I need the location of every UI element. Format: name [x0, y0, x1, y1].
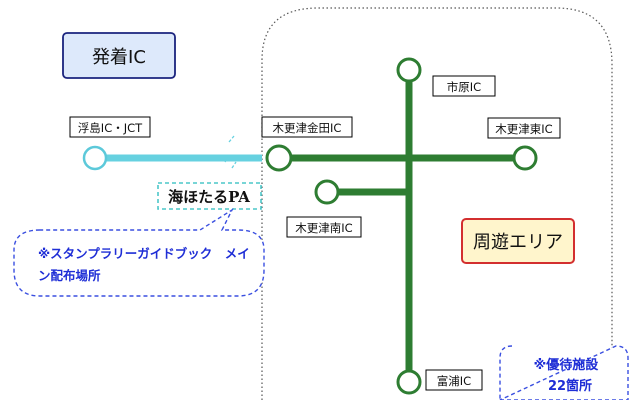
title-box-text: 発着IC	[92, 47, 146, 68]
bridge-tunnel-marks	[224, 135, 237, 169]
benefit-note-line2: 22箇所	[548, 378, 592, 394]
stamp-note-callout	[13, 208, 265, 297]
label-box-ukishima	[69, 116, 151, 138]
label-kanada: 木更津金田IC	[273, 121, 342, 135]
tour-area-outline	[261, 7, 613, 400]
label-ichihara: 市原IC	[447, 80, 481, 94]
stamp-note-line2: ン配布場所	[38, 268, 101, 283]
label-box-tomiura	[425, 369, 483, 391]
stamp-note-line1: ※スタンプラリーガイドブック メイ	[38, 246, 250, 261]
node-kanada[interactable]	[265, 144, 293, 172]
title-box	[62, 32, 176, 79]
area-box	[461, 218, 575, 264]
label-box-ichihara	[432, 75, 496, 97]
node-tomiura[interactable]	[396, 369, 422, 395]
benefit-note-box	[499, 345, 629, 400]
pa-label-box	[157, 182, 262, 210]
label-higashi: 木更津東IC	[495, 122, 552, 136]
label-tomiura: 富浦IC	[437, 374, 471, 388]
area-box-text: 周遊エリア	[473, 232, 563, 253]
node-higashi[interactable]	[512, 145, 538, 171]
label-box-kanada	[261, 116, 353, 138]
label-box-minami	[286, 216, 362, 238]
node-ukishima[interactable]	[82, 145, 108, 171]
label-ukishima: 浮島IC・JCT	[78, 121, 143, 135]
node-ichihara[interactable]	[396, 57, 422, 83]
expressway-lines	[279, 70, 525, 382]
pa-label-text: 海ほたるPA	[168, 188, 250, 206]
node-minami[interactable]	[314, 179, 340, 205]
label-box-higashi	[487, 117, 561, 139]
label-minami: 木更津南IC	[295, 221, 352, 235]
benefit-note-line1: ※優待施設	[534, 357, 600, 373]
